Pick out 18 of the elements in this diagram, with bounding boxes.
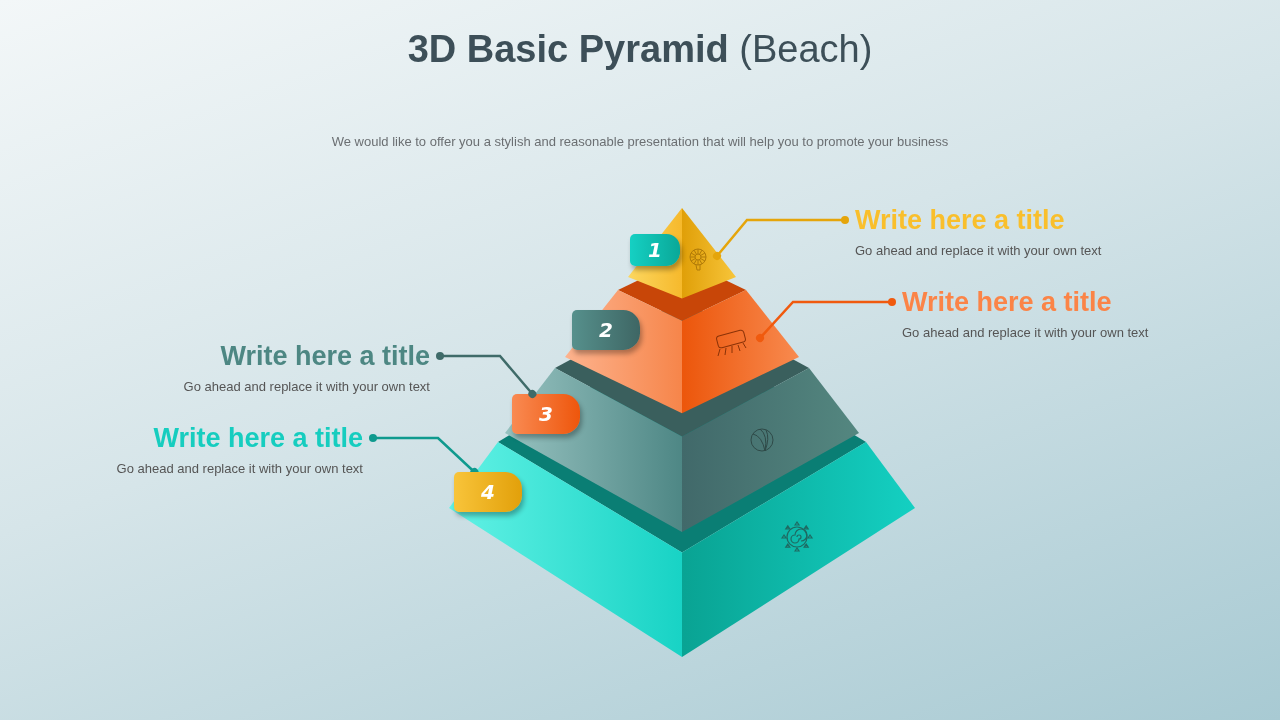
callout-text: Go ahead and replace it with your own text	[855, 243, 1102, 258]
leader-line	[756, 298, 896, 342]
callout-title: Write here a title	[902, 286, 1113, 319]
pyramid-tier	[628, 208, 736, 299]
callout-title: Write here a title	[152, 422, 363, 455]
number-tag: 4	[454, 472, 522, 512]
leader-line	[713, 216, 849, 260]
callout-title: Write here a title	[219, 340, 430, 373]
callout-text: Go ahead and replace it with your own text	[902, 325, 1149, 340]
subtitle-text: We would like to offer you a stylish and reasonable presentation that will help you to promote your business	[330, 134, 950, 149]
number-tag: 2	[572, 310, 640, 350]
slide-title: 3D Basic Pyramid (Beach)	[406, 28, 874, 71]
number-tag: 1	[630, 234, 680, 266]
callout-text: Go ahead and replace it with your own text	[183, 379, 430, 394]
number-tag: 3	[512, 394, 580, 434]
callout-title: Write here a title	[855, 204, 1066, 237]
leader-line	[436, 352, 537, 398]
callout-text: Go ahead and replace it with your own text	[116, 461, 363, 476]
